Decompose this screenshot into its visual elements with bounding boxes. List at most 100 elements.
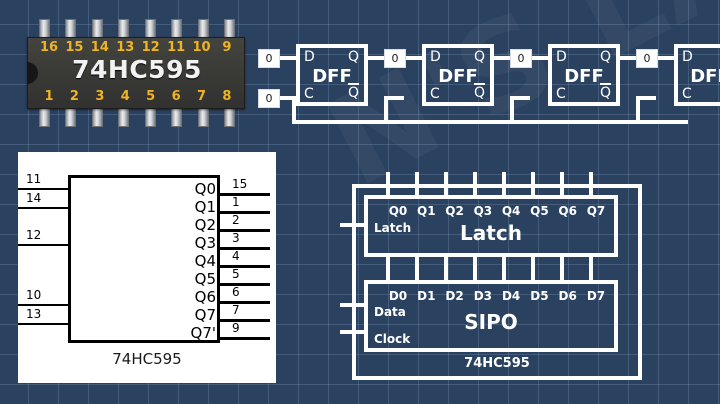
ic-package-74hc595: 16 15 14 13 12 11 10 9 74HC595 1 2 3 4 5…: [27, 19, 245, 127]
output-pin-number: 15: [232, 177, 248, 191]
input-clock-value[interactable]: 0: [258, 89, 280, 108]
block-diagram-caption: 74HC595: [464, 356, 530, 371]
latch-control-input-stub: [340, 223, 366, 227]
wire-clock-stub-2: [384, 96, 404, 100]
tap-value-1[interactable]: 0: [384, 49, 406, 68]
output-label-q0: Q0: [194, 180, 216, 198]
pin-number: 5: [146, 89, 156, 104]
output-label-q2: Q2: [194, 216, 216, 234]
latch-output-label: Q1: [417, 204, 436, 218]
dff-pin-d: D: [682, 49, 693, 65]
pin-number: 16: [39, 40, 59, 55]
sipo-output-label: D1: [417, 289, 436, 303]
pin-number: 13: [116, 40, 135, 55]
output-label-q5: Q5: [194, 270, 216, 288]
output-label-q3: Q3: [194, 234, 216, 252]
input-wire-ds: [18, 207, 68, 209]
dff-block-label: DFF: [690, 66, 720, 87]
wire-clock-drop: [292, 96, 296, 124]
wire-clock-stub-4: [636, 96, 656, 100]
latch-output-label: Q3: [473, 204, 493, 218]
output-stub-q5: [531, 172, 535, 196]
input-wire-st-cp: [18, 244, 68, 246]
dff-pin-qbar: Q: [347, 82, 359, 101]
output-label-q6: Q6: [194, 288, 216, 306]
wire-clock-riser-4: [636, 96, 640, 124]
sipo-output-label: D3: [473, 289, 492, 303]
wire-clock-in: [280, 96, 296, 100]
input-pin-number: 14: [26, 191, 42, 205]
symbol-body: [68, 175, 220, 343]
dff-pin-c: C: [430, 86, 440, 102]
dff-pin-qbar: Q: [599, 82, 611, 101]
output-wire-q0: [220, 193, 270, 196]
dff-pin-q: Q: [473, 49, 485, 65]
dff-pin-c: C: [556, 86, 566, 102]
wire-q1-to-tap1: [368, 56, 384, 60]
dff-block-1: D C Q Q DFF: [296, 44, 368, 106]
output-stub-q7: [589, 172, 593, 196]
latch-output-label: Q6: [558, 204, 577, 218]
dff-pin-c: C: [682, 86, 692, 102]
interconnect-d2: [444, 257, 448, 280]
input-pin-number: 10: [26, 288, 42, 302]
output-label-q4: Q4: [194, 252, 216, 270]
tap-value-3[interactable]: 0: [636, 49, 658, 68]
input-data-value[interactable]: 0: [258, 49, 280, 68]
sipo-output-label: D6: [558, 289, 577, 303]
ic-bottom-pin-numbers: 1 2 3 4 5 6 7 8: [38, 89, 238, 104]
output-pin-number: 1: [232, 195, 240, 209]
sipo-output-label: D0: [388, 289, 408, 303]
wire-clock-riser-2: [384, 96, 388, 124]
input-pin-number: 12: [26, 228, 42, 242]
wire-clock-stub-3: [510, 96, 530, 100]
sipo-data-input-stub: [340, 303, 366, 307]
dff-pin-q: Q: [599, 49, 611, 65]
pin-number: 14: [90, 40, 109, 55]
dff-block-label: DFF: [312, 66, 352, 87]
pin-number: 4: [120, 89, 130, 104]
sipo-output-labels: D0 D1 D2 D3 D4 D5 D6 D7: [386, 289, 608, 303]
output-stub-q1: [415, 172, 419, 196]
latch-block-name: Latch: [460, 221, 522, 245]
pin-number: 9: [222, 40, 232, 55]
dff-pin-d: D: [304, 49, 315, 65]
latch-output-label: Q5: [530, 204, 549, 218]
latch-output-labels: Q0 Q1 Q2 Q3 Q4 Q5 Q6 Q7: [386, 204, 608, 218]
dff-block-label: DFF: [564, 66, 604, 87]
output-label-q7prime: Q7': [190, 324, 216, 342]
wire-tap3-to-d4: [658, 56, 674, 60]
input-pin-number: 13: [26, 307, 42, 321]
ic-part-number: 74HC595: [72, 55, 202, 84]
pin-number: 15: [65, 40, 84, 55]
schematic-symbol-panel: 11 SH_CP 14 DS 12 ST_CP 10 MR 13 OE Q0 1…: [18, 152, 276, 383]
interconnect-d1: [415, 257, 419, 280]
pin-number: 1: [44, 89, 54, 104]
sipo-clock-input-label: Clock: [374, 332, 411, 346]
output-wire-q4: [220, 265, 270, 268]
interconnect-d5: [531, 257, 535, 280]
wire-clock-bus: [292, 120, 688, 124]
dff-pin-q: Q: [347, 49, 359, 65]
output-stub-q4: [502, 172, 506, 196]
dff-block-2: D C Q Q DFF: [422, 44, 494, 106]
latch-input-label: Latch: [374, 221, 412, 235]
tap-value-2[interactable]: 0: [510, 49, 532, 68]
dff-pin-c: C: [304, 86, 314, 102]
output-wire-q3: [220, 247, 270, 250]
interconnect-d0: [386, 257, 390, 280]
pin-number: 7: [197, 89, 207, 104]
output-stub-q6: [560, 172, 564, 196]
wire-tap2-to-d3: [532, 56, 548, 60]
interconnect-d3: [473, 257, 477, 280]
output-stub-q2: [444, 172, 448, 196]
pin-number: 2: [69, 89, 79, 104]
input-wire-oe: [18, 323, 68, 325]
pin-number: 6: [171, 89, 181, 104]
wire-q3-to-tap3: [620, 56, 636, 60]
input-wire-mr: [18, 304, 68, 306]
pin-number: 3: [95, 89, 105, 104]
output-pin-number: 3: [232, 231, 240, 245]
dff-block-3: D C Q Q DFF: [548, 44, 620, 106]
block-diagram-74hc595: Q0 Q1 Q2 Q3 Q4 Q5 Q6 Q7 Latch Latch D0 D…: [340, 172, 642, 380]
